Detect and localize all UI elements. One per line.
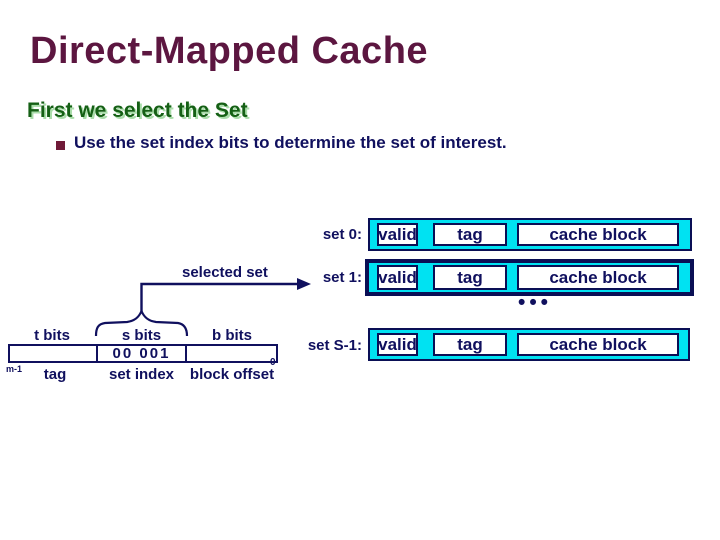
cache-block-cell: cache block <box>517 265 679 290</box>
tag-bits-cell <box>10 346 98 361</box>
set-0-row: valid tag cache block <box>368 218 692 251</box>
set-1-row-selected: valid tag cache block <box>365 259 694 296</box>
valid-cell: valid <box>377 223 418 246</box>
msb-bit-label: m-1 <box>6 364 23 374</box>
lsb-bit-label: 0 <box>270 357 276 368</box>
tag-cell: tag <box>433 333 507 356</box>
set-s-1-label: set S-1: <box>307 337 362 354</box>
address-box: 00 001 <box>8 344 278 363</box>
tag-field-label: tag <box>43 366 67 383</box>
set-s-1-row: valid tag cache block <box>368 328 690 361</box>
page-title: Direct-Mapped Cache <box>30 30 429 72</box>
tag-cell: tag <box>433 223 507 246</box>
tag-cell: tag <box>433 265 507 290</box>
block-offset-bits-cell <box>187 346 276 361</box>
section-heading: First we select the Set <box>27 99 248 122</box>
valid-cell: valid <box>377 333 418 356</box>
bullet-square-icon <box>56 141 65 150</box>
cache-block-cell: cache block <box>517 223 679 246</box>
set-index-bits-cell: 00 001 <box>98 346 187 361</box>
selected-set-label: selected set <box>182 264 268 281</box>
bullet-text: Use the set index bits to determine the … <box>74 133 507 152</box>
b-bits-label: b bits <box>212 327 252 344</box>
set-index-field-label: set index <box>108 366 175 383</box>
cache-block-cell: cache block <box>517 333 679 356</box>
set-0-label: set 0: <box>322 226 362 243</box>
set-1-label: set 1: <box>322 269 362 286</box>
valid-cell: valid <box>377 265 418 290</box>
block-offset-field-label: block offset <box>189 366 275 383</box>
ellipsis: ••• <box>517 291 553 314</box>
t-bits-label: t bits <box>34 327 70 344</box>
s-bits-label: s bits <box>121 327 162 344</box>
